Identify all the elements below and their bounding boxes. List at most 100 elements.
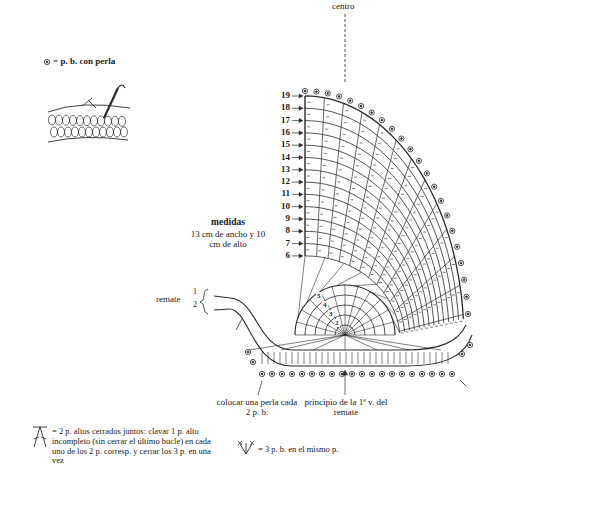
picot-dot xyxy=(281,373,283,375)
stitch-tick xyxy=(433,304,436,305)
stitch-tick xyxy=(409,279,412,280)
stitch-tick xyxy=(447,297,450,298)
fan-joint xyxy=(298,256,305,318)
stitch-tick xyxy=(346,222,349,223)
picot-symbol xyxy=(419,371,424,376)
edging-stitch xyxy=(292,352,293,364)
sample-loop xyxy=(105,116,112,126)
arrow-head xyxy=(299,131,303,135)
stitch-tick xyxy=(340,158,343,159)
picot-dot xyxy=(456,246,458,248)
leader-line xyxy=(258,381,262,395)
edging-stitch xyxy=(328,352,329,364)
stitch-tick xyxy=(324,153,327,154)
crochet-hook xyxy=(118,85,125,88)
stitch-tick xyxy=(339,170,342,171)
stitch-tick xyxy=(306,237,309,238)
edging-stitch xyxy=(388,352,389,364)
picot-dot xyxy=(349,100,351,102)
stitch-tick xyxy=(366,197,369,198)
stitch-tick xyxy=(414,314,417,315)
stitch-tick xyxy=(308,102,311,103)
stitch-tick xyxy=(390,284,393,285)
fan-row xyxy=(305,158,439,325)
stitch-tick xyxy=(396,311,399,312)
stitch-tick xyxy=(343,245,346,246)
stitch-tick xyxy=(386,266,389,267)
picot-symbol xyxy=(358,103,363,108)
stitch-tick xyxy=(330,253,333,254)
picot-dot xyxy=(371,112,373,114)
picot-symbol xyxy=(466,311,471,316)
stitch-tick xyxy=(361,218,364,219)
sample-loop xyxy=(65,127,72,137)
picot-symbol xyxy=(389,371,394,376)
legend-text: = 2 p. altos cerrados juntos: clavar 1 p… xyxy=(52,427,212,466)
stitch-tick xyxy=(411,330,414,331)
picot-symbol xyxy=(432,184,437,189)
edging-stitch xyxy=(298,352,299,364)
stitch-tick xyxy=(352,188,355,189)
note-text: colocar una perla cada 2 p. b. xyxy=(214,397,300,418)
stitch-tick xyxy=(415,295,418,296)
edging-stitch xyxy=(370,352,371,364)
picot-symbol xyxy=(309,371,314,376)
fan-rib xyxy=(394,257,454,312)
stitch-tick xyxy=(306,212,309,213)
stitch-tick xyxy=(384,238,387,239)
picot-symbol xyxy=(348,98,353,103)
fan-rib xyxy=(400,315,464,332)
picot-symbol xyxy=(269,371,274,376)
edging-stitch xyxy=(310,352,311,364)
stitch-tick xyxy=(373,227,376,228)
stitch-tick xyxy=(411,251,414,252)
stitch-tick xyxy=(406,258,409,259)
picot-dot xyxy=(391,373,393,375)
row-number: 3 xyxy=(328,310,334,318)
picot-symbol xyxy=(336,94,341,99)
stitch-tick xyxy=(417,204,420,205)
stitch-tick xyxy=(354,250,357,251)
stitch-symbol xyxy=(240,444,252,454)
fan-row xyxy=(305,219,414,330)
stitch-tick xyxy=(356,165,359,166)
fan-joint xyxy=(336,272,361,285)
picot-symbol xyxy=(424,171,429,176)
picot-dot xyxy=(46,61,48,63)
stitch-tick xyxy=(401,307,404,308)
stitch-tick xyxy=(400,290,403,291)
picot-dot xyxy=(247,351,249,353)
picot-dot xyxy=(321,373,323,375)
fan-row xyxy=(305,121,454,321)
picot-symbol xyxy=(245,349,250,354)
picot-symbol xyxy=(459,351,464,356)
picot-symbol xyxy=(325,91,330,96)
picot-symbol xyxy=(467,342,472,347)
picot-symbol xyxy=(444,213,449,218)
stitch-tick xyxy=(404,185,407,186)
picot-symbol xyxy=(250,359,255,364)
stitch-tick xyxy=(320,214,323,215)
stitch-tick xyxy=(419,238,422,239)
stitch-tick xyxy=(402,265,405,266)
stitch-tick xyxy=(345,110,348,111)
row-number: 5 xyxy=(316,292,322,300)
edging-stitch xyxy=(352,352,353,364)
arrow-head xyxy=(299,217,303,221)
stitch-tick xyxy=(326,116,329,117)
stitch-tick xyxy=(429,284,432,285)
picot-symbol xyxy=(429,371,434,376)
edging-stitch xyxy=(406,352,407,364)
stitch-tick xyxy=(420,196,423,197)
fan-row xyxy=(305,96,463,319)
stitch-tick xyxy=(455,322,458,323)
picot-symbol xyxy=(464,294,469,299)
picot-symbol xyxy=(299,371,304,376)
measures-heading: medidas xyxy=(190,217,266,228)
stitch-tick xyxy=(409,317,412,318)
stitch-tick xyxy=(401,194,404,195)
stitch-tick xyxy=(457,292,460,293)
centre-rib xyxy=(320,292,345,335)
picot-symbol xyxy=(329,371,334,376)
measures-text: 13 cm de ancho y 10 cm de alto xyxy=(190,229,266,250)
